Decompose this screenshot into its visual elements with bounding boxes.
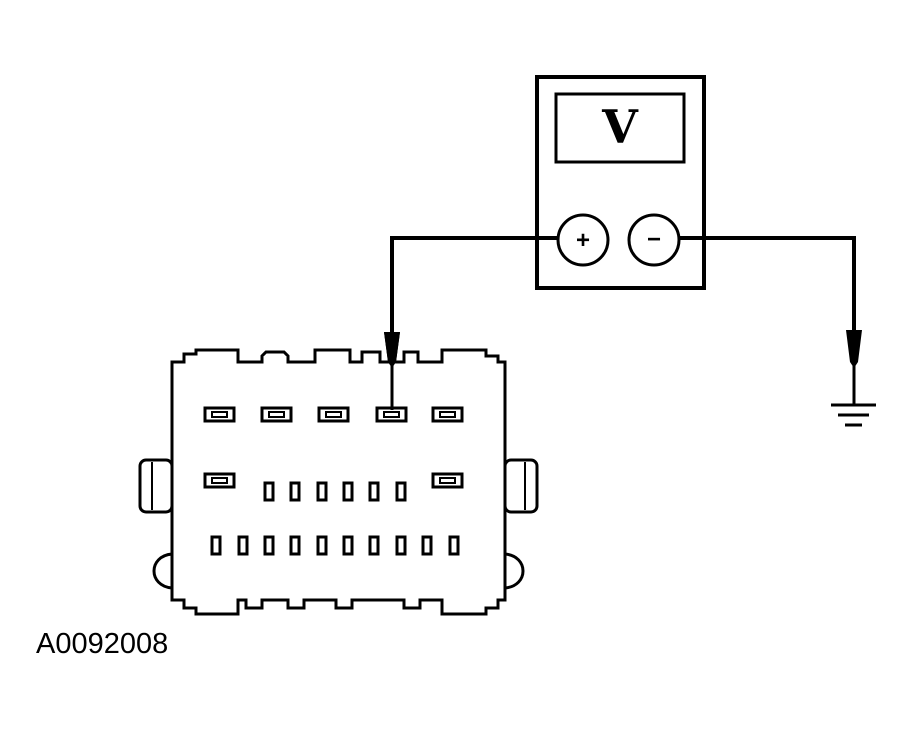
left-latch	[138, 458, 174, 514]
positive-terminal-sign: +	[576, 227, 590, 254]
right-latch	[503, 458, 539, 514]
negative-terminal-sign: −	[647, 226, 661, 253]
voltmeter: V + −	[535, 75, 706, 290]
socket-row-middle	[203, 472, 464, 502]
voltmeter-display	[554, 92, 686, 164]
ground-icon	[831, 403, 876, 427]
figure-id: A0092008	[36, 628, 168, 660]
positive-lead-wire	[390, 236, 558, 334]
negative-lead-wire	[679, 236, 856, 332]
positive-probe-overlay	[384, 332, 400, 368]
left-lobe	[152, 552, 173, 590]
socket-row-top	[203, 406, 464, 423]
socket-row-bottom	[210, 535, 460, 556]
electrical-connector	[138, 348, 539, 616]
negative-probe	[846, 330, 862, 368]
right-lobe	[504, 552, 525, 590]
voltmeter-symbol: V	[601, 100, 639, 154]
